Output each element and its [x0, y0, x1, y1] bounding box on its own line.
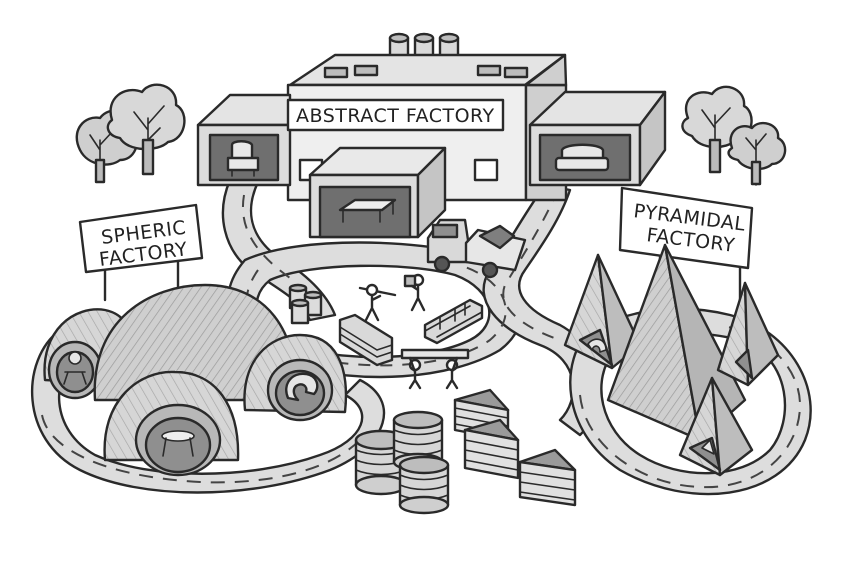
pyramidal-factory-sign-board [618, 186, 754, 270]
wedge-stack-2 [463, 418, 520, 480]
spheric-factory: SPHERIC FACTORY [43, 203, 348, 477]
disc-stack-3 [398, 455, 450, 515]
delivery-truck [426, 218, 527, 279]
abstract-factory-building: ABSTRACT FACTORY [196, 32, 667, 239]
central-yard [288, 273, 484, 390]
worker-carrying-beam [358, 283, 397, 322]
disc-stacks [354, 410, 450, 515]
wedge-stack-3 [518, 448, 577, 507]
worker-carrying-box [403, 273, 426, 312]
plank-stack [338, 313, 394, 367]
spheric-factory-sign-board [78, 203, 204, 274]
abstract-factory-sign-text: ABSTRACT FACTORY [296, 105, 495, 127]
workers-carrying-plank [400, 348, 470, 390]
trees-left [75, 83, 186, 184]
barrels [288, 283, 323, 325]
brick-stack [423, 298, 484, 345]
abstract-factory-sign-board [286, 98, 505, 132]
trees-right [681, 85, 787, 186]
wedge-stacks [453, 388, 577, 507]
pyramidal-factory: PYRAMIDAL FACTORY [563, 186, 780, 477]
